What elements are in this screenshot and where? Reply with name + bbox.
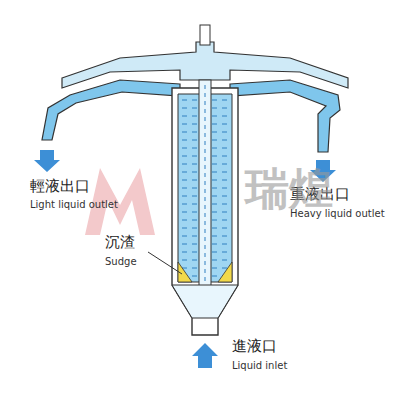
feed-tube: [199, 80, 211, 290]
flow-arrow: [192, 343, 218, 368]
leader-line: [148, 252, 182, 274]
inlet-label: Liquid inlet: [232, 360, 287, 371]
flow-arrow: [34, 150, 60, 172]
sludge-deposit: [178, 262, 192, 282]
outlet-label: 輕液出口: [30, 178, 90, 195]
spindle: [200, 25, 210, 45]
light-outlet-channel: [42, 80, 180, 140]
part-label: Sudge: [105, 256, 137, 267]
feed-flow: [205, 85, 206, 285]
inlet-label: 進液口: [232, 338, 277, 355]
heavy-outlet-channel: [230, 80, 340, 152]
watermark: 瑞煌: [245, 165, 333, 213]
part-label: 沉渣: [105, 234, 135, 251]
sludge-deposit: [218, 262, 232, 282]
outlet-label: Light liquid outlet: [30, 199, 118, 210]
bowl-bottom: [172, 285, 238, 318]
